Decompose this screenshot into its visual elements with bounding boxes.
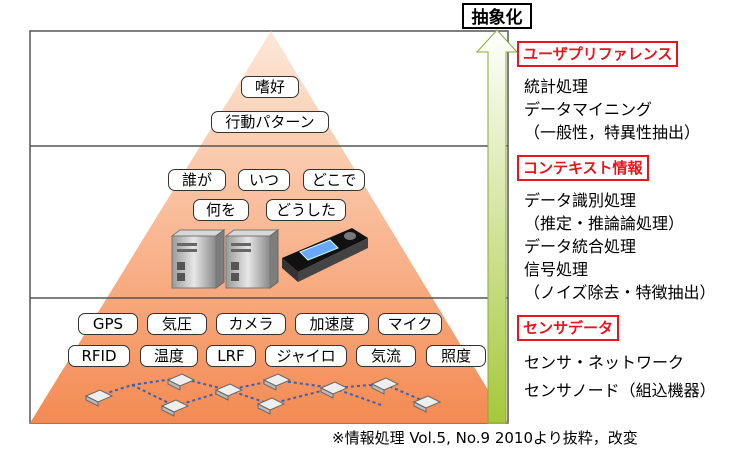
abstraction-arrow xyxy=(475,29,519,424)
label-did-what: どうした xyxy=(266,199,346,221)
label-microphone: マイク xyxy=(378,313,442,335)
section1-line: データマイニング xyxy=(524,100,653,119)
label-where: どこで xyxy=(303,169,365,191)
label-gps: GPS xyxy=(78,313,138,335)
sensor-node-icon xyxy=(166,373,196,391)
axis-title: 抽象化 xyxy=(462,3,532,29)
section2-line: データ識別処理 xyxy=(524,191,637,210)
sensor-node-icon xyxy=(370,377,400,395)
header-context-info: コンテキスト情報 xyxy=(517,155,649,181)
sensor-node-icon xyxy=(256,397,286,415)
section2-line: 信号処理 xyxy=(524,260,589,279)
label-behavior-pattern: 行動パターン xyxy=(211,111,329,133)
server-icon xyxy=(224,229,280,289)
label-camera: カメラ xyxy=(216,313,286,335)
section1-line: （一般性，特異性抽出） xyxy=(524,123,701,142)
sensor-node-icon xyxy=(319,381,349,399)
sensor-nodes xyxy=(84,373,442,417)
sensor-node-icon xyxy=(214,383,244,401)
handheld-device-icon xyxy=(282,228,368,282)
header-user-preference: ユーザプリファレンス xyxy=(517,41,679,67)
label-preference: 嗜好 xyxy=(241,76,299,98)
section2-line: （ノイズ除去・特徴抽出） xyxy=(524,283,716,302)
sensor-node-icon xyxy=(84,389,114,407)
label-when: いつ xyxy=(238,169,290,191)
label-pressure: 気圧 xyxy=(147,313,207,335)
section2-line: （推定・推論論処理） xyxy=(524,214,685,233)
footnote: ※情報処理 Vol.5, No.9 2010より抜粋，改変 xyxy=(332,429,638,447)
sensor-node-icon xyxy=(262,373,292,391)
label-airflow: 気流 xyxy=(356,345,416,367)
label-illuminance: 照度 xyxy=(426,345,486,367)
label-who: 誰が xyxy=(168,169,226,191)
section3-line: センサ・ネットワーク xyxy=(524,353,685,372)
label-what: 何を xyxy=(193,199,249,221)
label-acceleration: 加速度 xyxy=(295,313,369,335)
server-icon xyxy=(170,229,226,289)
section1-line: 統計処理 xyxy=(524,77,589,96)
sensor-node-icon xyxy=(160,399,190,417)
label-temperature: 温度 xyxy=(140,345,198,367)
sensor-node-icon xyxy=(412,395,442,413)
label-gyro: ジャイロ xyxy=(265,345,347,367)
header-sensor-data: センサデータ xyxy=(517,315,620,341)
label-lrf: LRF xyxy=(206,345,256,367)
section2-line: データ統合処理 xyxy=(524,237,637,256)
section3-line: センサノード（組込機器） xyxy=(524,381,716,400)
label-rfid: RFID xyxy=(68,345,130,367)
